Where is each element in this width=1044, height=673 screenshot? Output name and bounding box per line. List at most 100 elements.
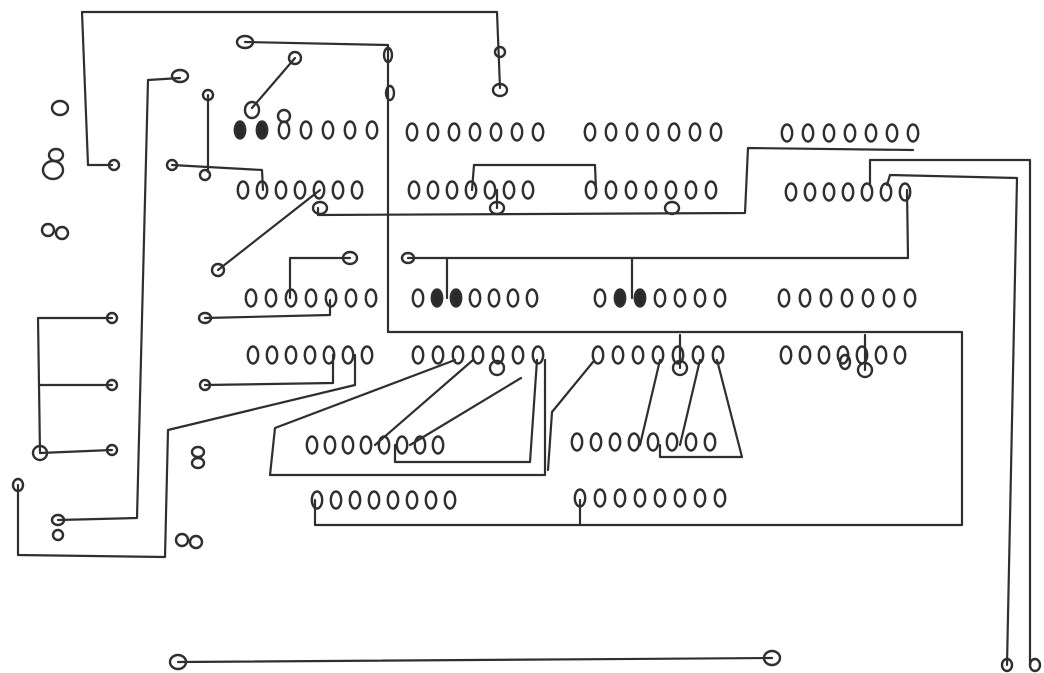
top-loop-trace [80, 10, 502, 167]
pin-pad [667, 122, 681, 142]
component-row-c2 [411, 288, 539, 308]
pin-pad [633, 288, 647, 308]
pin-pad [304, 288, 318, 308]
pin-pad [447, 122, 461, 142]
component-row-a3 [583, 122, 723, 142]
pin-pad [303, 345, 317, 365]
via-pad [105, 311, 119, 325]
pin-pad [329, 490, 343, 510]
via-pad [170, 68, 190, 84]
component-row-a4 [780, 123, 920, 143]
pin-pad [293, 180, 307, 200]
via-pad [384, 84, 396, 102]
pin-pad [693, 288, 707, 308]
fan-i-trace [678, 358, 702, 447]
pin-pad [312, 180, 326, 200]
component-row-d3 [591, 345, 725, 365]
pin-pad [673, 488, 687, 508]
mid-link-trace [470, 163, 598, 192]
fan-e-trace [393, 358, 539, 464]
pin-pad [784, 182, 798, 202]
via-pad [491, 82, 509, 98]
left-branch-low-trace [203, 353, 335, 387]
pin-pad [411, 288, 425, 308]
component-row-f1 [310, 490, 457, 510]
via-pad [201, 88, 215, 102]
pin-pad [627, 432, 641, 452]
pin-pad [348, 490, 362, 510]
pin-pad [255, 120, 269, 140]
pin-pad [841, 182, 855, 202]
fan-g-trace [638, 358, 662, 447]
right-stub-trace [406, 188, 910, 260]
pin-pad [822, 123, 836, 143]
via-pad [663, 200, 681, 216]
via-pad [671, 359, 689, 377]
component-row-d2 [411, 345, 545, 365]
component-row-e2 [570, 432, 717, 452]
component-row-b3 [584, 180, 718, 200]
pin-pad [233, 120, 247, 140]
pin-pad [411, 345, 425, 365]
pin-pad [367, 490, 381, 510]
via-pad [856, 361, 874, 379]
via-pad [41, 159, 65, 181]
pin-pad [573, 488, 587, 508]
pin-pad [405, 490, 419, 510]
pin-pad [310, 490, 324, 510]
pin-pad [903, 288, 917, 308]
pin-pad [843, 123, 857, 143]
component-row-c1 [244, 288, 378, 308]
pin-pad [443, 490, 457, 510]
pin-pad [589, 432, 603, 452]
pin-pad [906, 123, 920, 143]
ladder-trace [36, 316, 114, 455]
pin-pad [840, 288, 854, 308]
fan-c-trace [373, 358, 475, 447]
pin-pad [874, 345, 888, 365]
via-pad [40, 222, 56, 238]
pin-pad [426, 122, 440, 142]
loose-pads-layer [11, 34, 1042, 673]
via-pad [105, 378, 119, 392]
via-pad [190, 456, 206, 470]
pin-pad [265, 345, 279, 365]
pin-pad [323, 435, 337, 455]
pin-pad [322, 345, 336, 365]
pin-pad [817, 345, 831, 365]
pin-pad [502, 180, 516, 200]
pin-pad [861, 288, 875, 308]
pin-pad [331, 180, 345, 200]
pin-pad [343, 120, 357, 140]
pin-pad [359, 435, 373, 455]
pin-pad [468, 288, 482, 308]
pin-pad [611, 345, 625, 365]
pin-pad [885, 123, 899, 143]
via-pad [493, 45, 507, 59]
pin-pad [653, 288, 667, 308]
pin-pad [625, 122, 639, 142]
pin-pad [449, 288, 463, 308]
pin-pad [631, 345, 645, 365]
via-pad [50, 99, 70, 117]
via-pad [762, 649, 782, 667]
pin-pad [713, 488, 727, 508]
mid-diagonal-trace [216, 188, 322, 272]
pin-pad [684, 432, 698, 452]
component-row-d1 [246, 345, 374, 365]
pin-pad [864, 123, 878, 143]
pin-pad [510, 122, 524, 142]
via-pad [287, 50, 303, 66]
via-pad [243, 100, 261, 120]
pin-pad [413, 435, 427, 455]
pin-pad [395, 435, 409, 455]
pin-pad [274, 180, 288, 200]
pin-pad [236, 180, 250, 200]
pin-pad [673, 288, 687, 308]
pin-pad [468, 122, 482, 142]
pin-pad [506, 288, 520, 308]
pin-pad [898, 182, 912, 202]
pin-pad [405, 122, 419, 142]
via-pad [1000, 657, 1014, 673]
